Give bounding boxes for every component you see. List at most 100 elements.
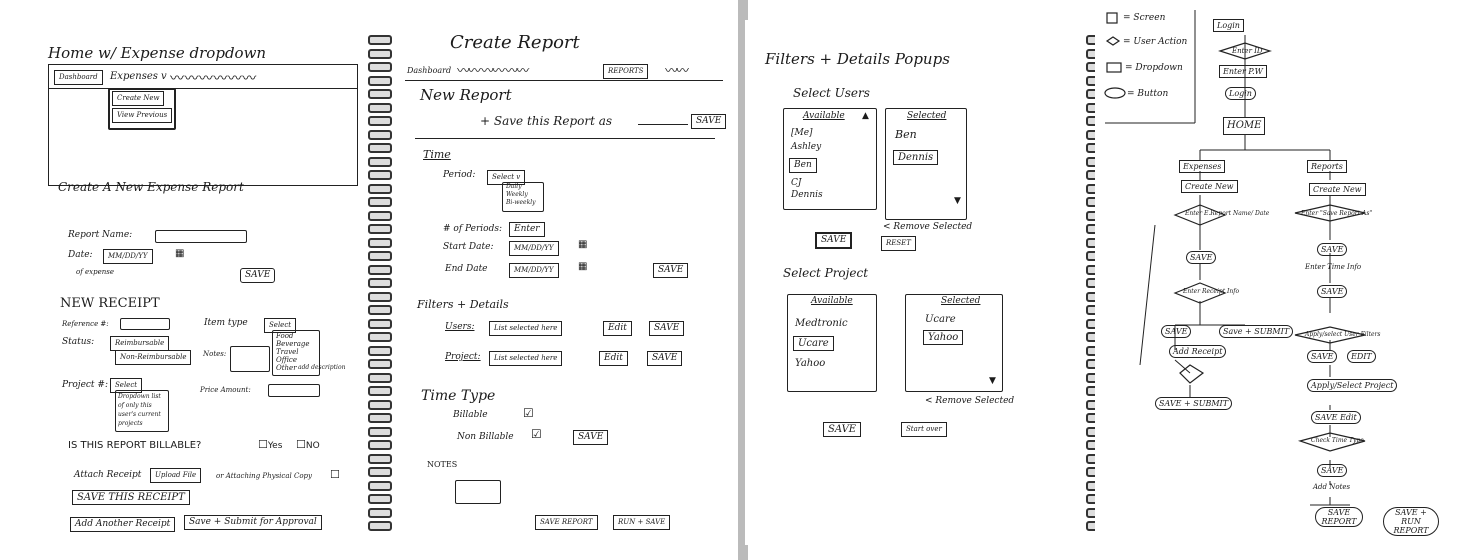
reset-button[interactable]: RESET bbox=[881, 236, 916, 251]
item-type-food[interactable]: Food bbox=[276, 332, 293, 340]
scroll-down-icon[interactable]: ▼ bbox=[989, 376, 996, 386]
calendar-icon[interactable]: ▦ bbox=[578, 261, 587, 272]
num-periods-label: # of Periods: bbox=[443, 224, 502, 234]
user-item[interactable]: Ben bbox=[789, 158, 817, 173]
selected-user[interactable]: Ben bbox=[895, 128, 917, 141]
yes-checkbox[interactable]: ☐Yes bbox=[258, 438, 282, 451]
project-item[interactable]: Ucare bbox=[793, 336, 834, 351]
project-edit-button[interactable]: Edit bbox=[599, 351, 628, 366]
item-type-office[interactable]: Office bbox=[276, 356, 297, 364]
remove-selected-button[interactable]: < Remove Selected bbox=[883, 222, 972, 232]
flow-add-receipt: Add Receipt bbox=[1169, 345, 1226, 358]
reference-input[interactable] bbox=[120, 318, 170, 330]
project-note-line: user's current bbox=[118, 411, 161, 418]
spiral-coil bbox=[368, 170, 392, 180]
item-type-beverage[interactable]: Beverage bbox=[276, 340, 310, 348]
legend-button: = Button bbox=[1127, 89, 1168, 99]
period-daily[interactable]: Daily bbox=[506, 183, 522, 190]
sketch-page-expense: Home w/ Expense dropdown Dashboard Expen… bbox=[40, 30, 365, 540]
selected-project[interactable]: Ucare bbox=[925, 314, 956, 325]
time-type-heading: Time Type bbox=[421, 388, 495, 404]
project-note: Dropdown list of only this user's curren… bbox=[118, 392, 161, 428]
other-note: add description bbox=[298, 364, 345, 371]
physical-copy-label: or Attaching Physical Copy bbox=[216, 472, 312, 480]
project-item[interactable]: Yahoo bbox=[795, 358, 825, 369]
add-another-button[interactable]: Add Another Receipt bbox=[70, 517, 175, 532]
save-report-button[interactable]: SAVE REPORT bbox=[535, 515, 598, 530]
num-periods-input[interactable]: Enter bbox=[509, 222, 545, 237]
period-weekly[interactable]: Weekly bbox=[506, 191, 528, 198]
dashboard-tab[interactable]: Dashboard bbox=[407, 66, 451, 75]
flow-home: HOME bbox=[1223, 117, 1265, 135]
flow-connectors bbox=[1095, 5, 1470, 545]
reference-label: Reference #: bbox=[62, 320, 109, 328]
expenses-tab[interactable]: Expenses v bbox=[110, 71, 167, 82]
non-billable-label: Non Billable bbox=[457, 432, 514, 442]
flow-apply-project: Apply/Select Project bbox=[1307, 379, 1397, 392]
calendar-icon[interactable]: ▦ bbox=[578, 239, 587, 250]
menu-view-previous[interactable]: View Previous bbox=[112, 108, 172, 123]
menu-create-new[interactable]: Create New bbox=[112, 91, 164, 106]
status-option[interactable]: Non-Reimbursable bbox=[115, 350, 191, 365]
project-item[interactable]: Medtronic bbox=[795, 318, 848, 329]
spiral-coil bbox=[368, 413, 392, 423]
calendar-icon[interactable]: ▦ bbox=[175, 248, 184, 259]
selected-user[interactable]: Dennis bbox=[893, 150, 938, 165]
user-item[interactable]: [Me] bbox=[791, 128, 813, 138]
flow-expenses: Expenses bbox=[1179, 160, 1225, 173]
upload-file-button[interactable]: Upload File bbox=[150, 468, 201, 483]
physical-copy-checkbox[interactable]: ☐ bbox=[330, 468, 340, 481]
item-type-travel[interactable]: Travel bbox=[276, 348, 299, 356]
spiral-coil bbox=[368, 373, 392, 383]
users-save-button[interactable]: SAVE bbox=[815, 232, 852, 249]
submit-approval-button[interactable]: Save + Submit for Approval bbox=[184, 515, 322, 530]
flow-enter-time: Enter Time Info bbox=[1305, 263, 1361, 271]
notes-label: NOTES bbox=[427, 460, 457, 469]
user-item[interactable]: Ashley bbox=[791, 142, 821, 152]
run-save-button[interactable]: RUN + SAVE bbox=[613, 515, 670, 530]
start-date-input[interactable]: MM/DD/YY bbox=[509, 241, 559, 256]
date-label: Date: bbox=[68, 250, 93, 260]
save-button[interactable]: SAVE bbox=[240, 268, 275, 283]
save-as-input[interactable] bbox=[638, 124, 688, 125]
report-name-input[interactable] bbox=[155, 230, 247, 243]
no-checkbox[interactable]: ☐NO bbox=[296, 438, 320, 451]
user-item[interactable]: CJ bbox=[791, 178, 802, 188]
users-save-button[interactable]: SAVE bbox=[649, 321, 684, 336]
scroll-down-icon[interactable]: ▼ bbox=[954, 196, 961, 206]
spiral-coil bbox=[368, 130, 392, 140]
item-type-label: Item type bbox=[204, 318, 248, 328]
remove-selected-button[interactable]: < Remove Selected bbox=[925, 396, 1014, 406]
billable-checkbox[interactable]: ☑ bbox=[523, 406, 534, 420]
user-item[interactable]: Dennis bbox=[791, 190, 823, 200]
status-select[interactable]: Reimbursable bbox=[110, 336, 169, 351]
date-input[interactable]: MM/DD/YY bbox=[103, 249, 153, 264]
project-save-button[interactable]: SAVE bbox=[647, 351, 682, 366]
dashboard-tab[interactable]: Dashboard bbox=[54, 70, 103, 85]
time-type-save-button[interactable]: SAVE bbox=[573, 430, 608, 445]
sketch-page-flow: = Screen = User Action = Dropdown = Butt… bbox=[1095, 5, 1470, 545]
project-save-button[interactable]: SAVE bbox=[823, 422, 861, 437]
time-save-button[interactable]: SAVE bbox=[653, 263, 688, 278]
price-input[interactable] bbox=[268, 384, 320, 397]
selected-project[interactable]: Yahoo bbox=[923, 330, 963, 345]
notes-input[interactable] bbox=[230, 346, 270, 372]
save-as-button[interactable]: SAVE bbox=[691, 114, 726, 129]
spiral-coil bbox=[368, 332, 392, 342]
scrollbar[interactable]: ▲ bbox=[862, 111, 869, 121]
period-biweekly[interactable]: Bi-weekly bbox=[506, 199, 536, 206]
item-type-other[interactable]: Other bbox=[276, 364, 297, 372]
non-billable-checkbox[interactable]: ☑ bbox=[531, 427, 542, 441]
flow-add-notes: Add Notes bbox=[1313, 483, 1350, 491]
legend-dropdown: = Dropdown bbox=[1125, 63, 1183, 73]
report-name-label: Report Name: bbox=[68, 230, 132, 240]
save-receipt-button[interactable]: SAVE THIS RECEIPT bbox=[72, 490, 190, 505]
start-over-button[interactable]: Start over bbox=[901, 422, 947, 437]
users-edit-button[interactable]: Edit bbox=[603, 321, 632, 336]
selected-header: Selected bbox=[941, 296, 980, 306]
flow-login-button: Login bbox=[1225, 87, 1256, 100]
reports-tab[interactable]: REPORTS bbox=[603, 64, 648, 79]
project-label: Project #: bbox=[62, 380, 108, 390]
end-date-input[interactable]: MM/DD/YY bbox=[509, 263, 559, 278]
notes-input[interactable] bbox=[455, 480, 501, 504]
